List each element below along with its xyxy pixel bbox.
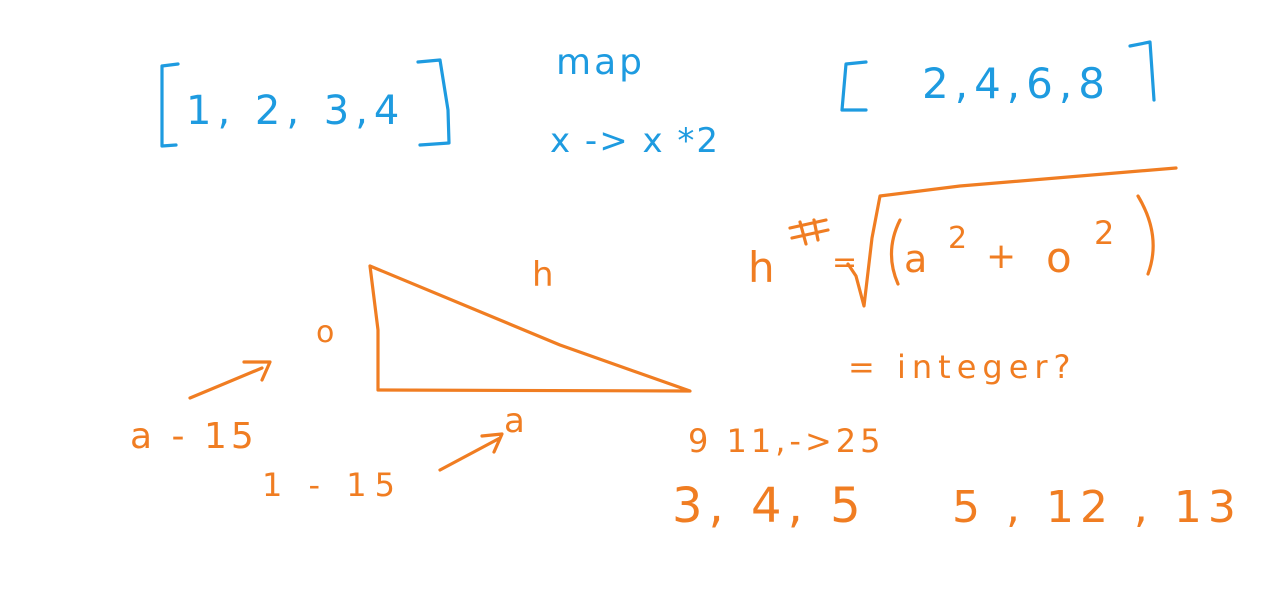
exponent-a: 2 — [948, 221, 967, 256]
scribble-mark — [788, 218, 830, 246]
triangle-outline — [368, 264, 692, 393]
right-triangle: h o a — [316, 255, 692, 441]
radicand-o: o — [1046, 233, 1072, 282]
exponent-o: 2 — [1094, 214, 1114, 252]
map-example: 1, 2, 3,4 map x -> x *2 2,4,6,8 — [160, 40, 1156, 161]
square-root-sign — [846, 166, 1178, 308]
output-list-values: 2,4,6,8 — [922, 59, 1111, 108]
map-word: map — [556, 42, 645, 83]
formula-lhs: h — [748, 243, 775, 292]
output-list-left-bracket — [840, 60, 868, 112]
side-constraints: a - 15 1 - 15 — [130, 360, 504, 504]
triple-5-12-13: 5 , 12 , 13 — [952, 482, 1242, 533]
range-note: 9 11,->25 — [688, 422, 885, 460]
lambda-expression: x -> x *2 — [550, 121, 720, 161]
o-range-arrow — [438, 432, 504, 472]
adjacent-label: a — [504, 401, 525, 441]
hypotenuse-label: h — [532, 255, 554, 295]
input-list-left-bracket — [160, 62, 180, 148]
a-range-arrow — [188, 360, 272, 400]
hypotenuse-formula: h = a 2 + o 2 = integer? — [748, 166, 1178, 386]
o-range-label: 1 - 15 — [262, 466, 403, 504]
input-list-right-bracket — [416, 58, 451, 147]
triple-3-4-5: 3, 4, 5 — [672, 478, 867, 534]
output-list-right-bracket — [1128, 40, 1156, 102]
a-range-label: a - 15 — [130, 416, 258, 457]
plus-sign: + — [986, 236, 1016, 277]
opposite-label: o — [316, 315, 334, 350]
input-list-values: 1, 2, 3,4 — [186, 88, 405, 134]
radicand-a: a — [904, 237, 927, 281]
left-paren — [889, 218, 902, 286]
integer-condition: = integer? — [848, 348, 1077, 386]
pythagorean-examples: 9 11,->25 3, 4, 5 5 , 12 , 13 — [672, 422, 1242, 534]
right-paren — [1136, 194, 1155, 276]
